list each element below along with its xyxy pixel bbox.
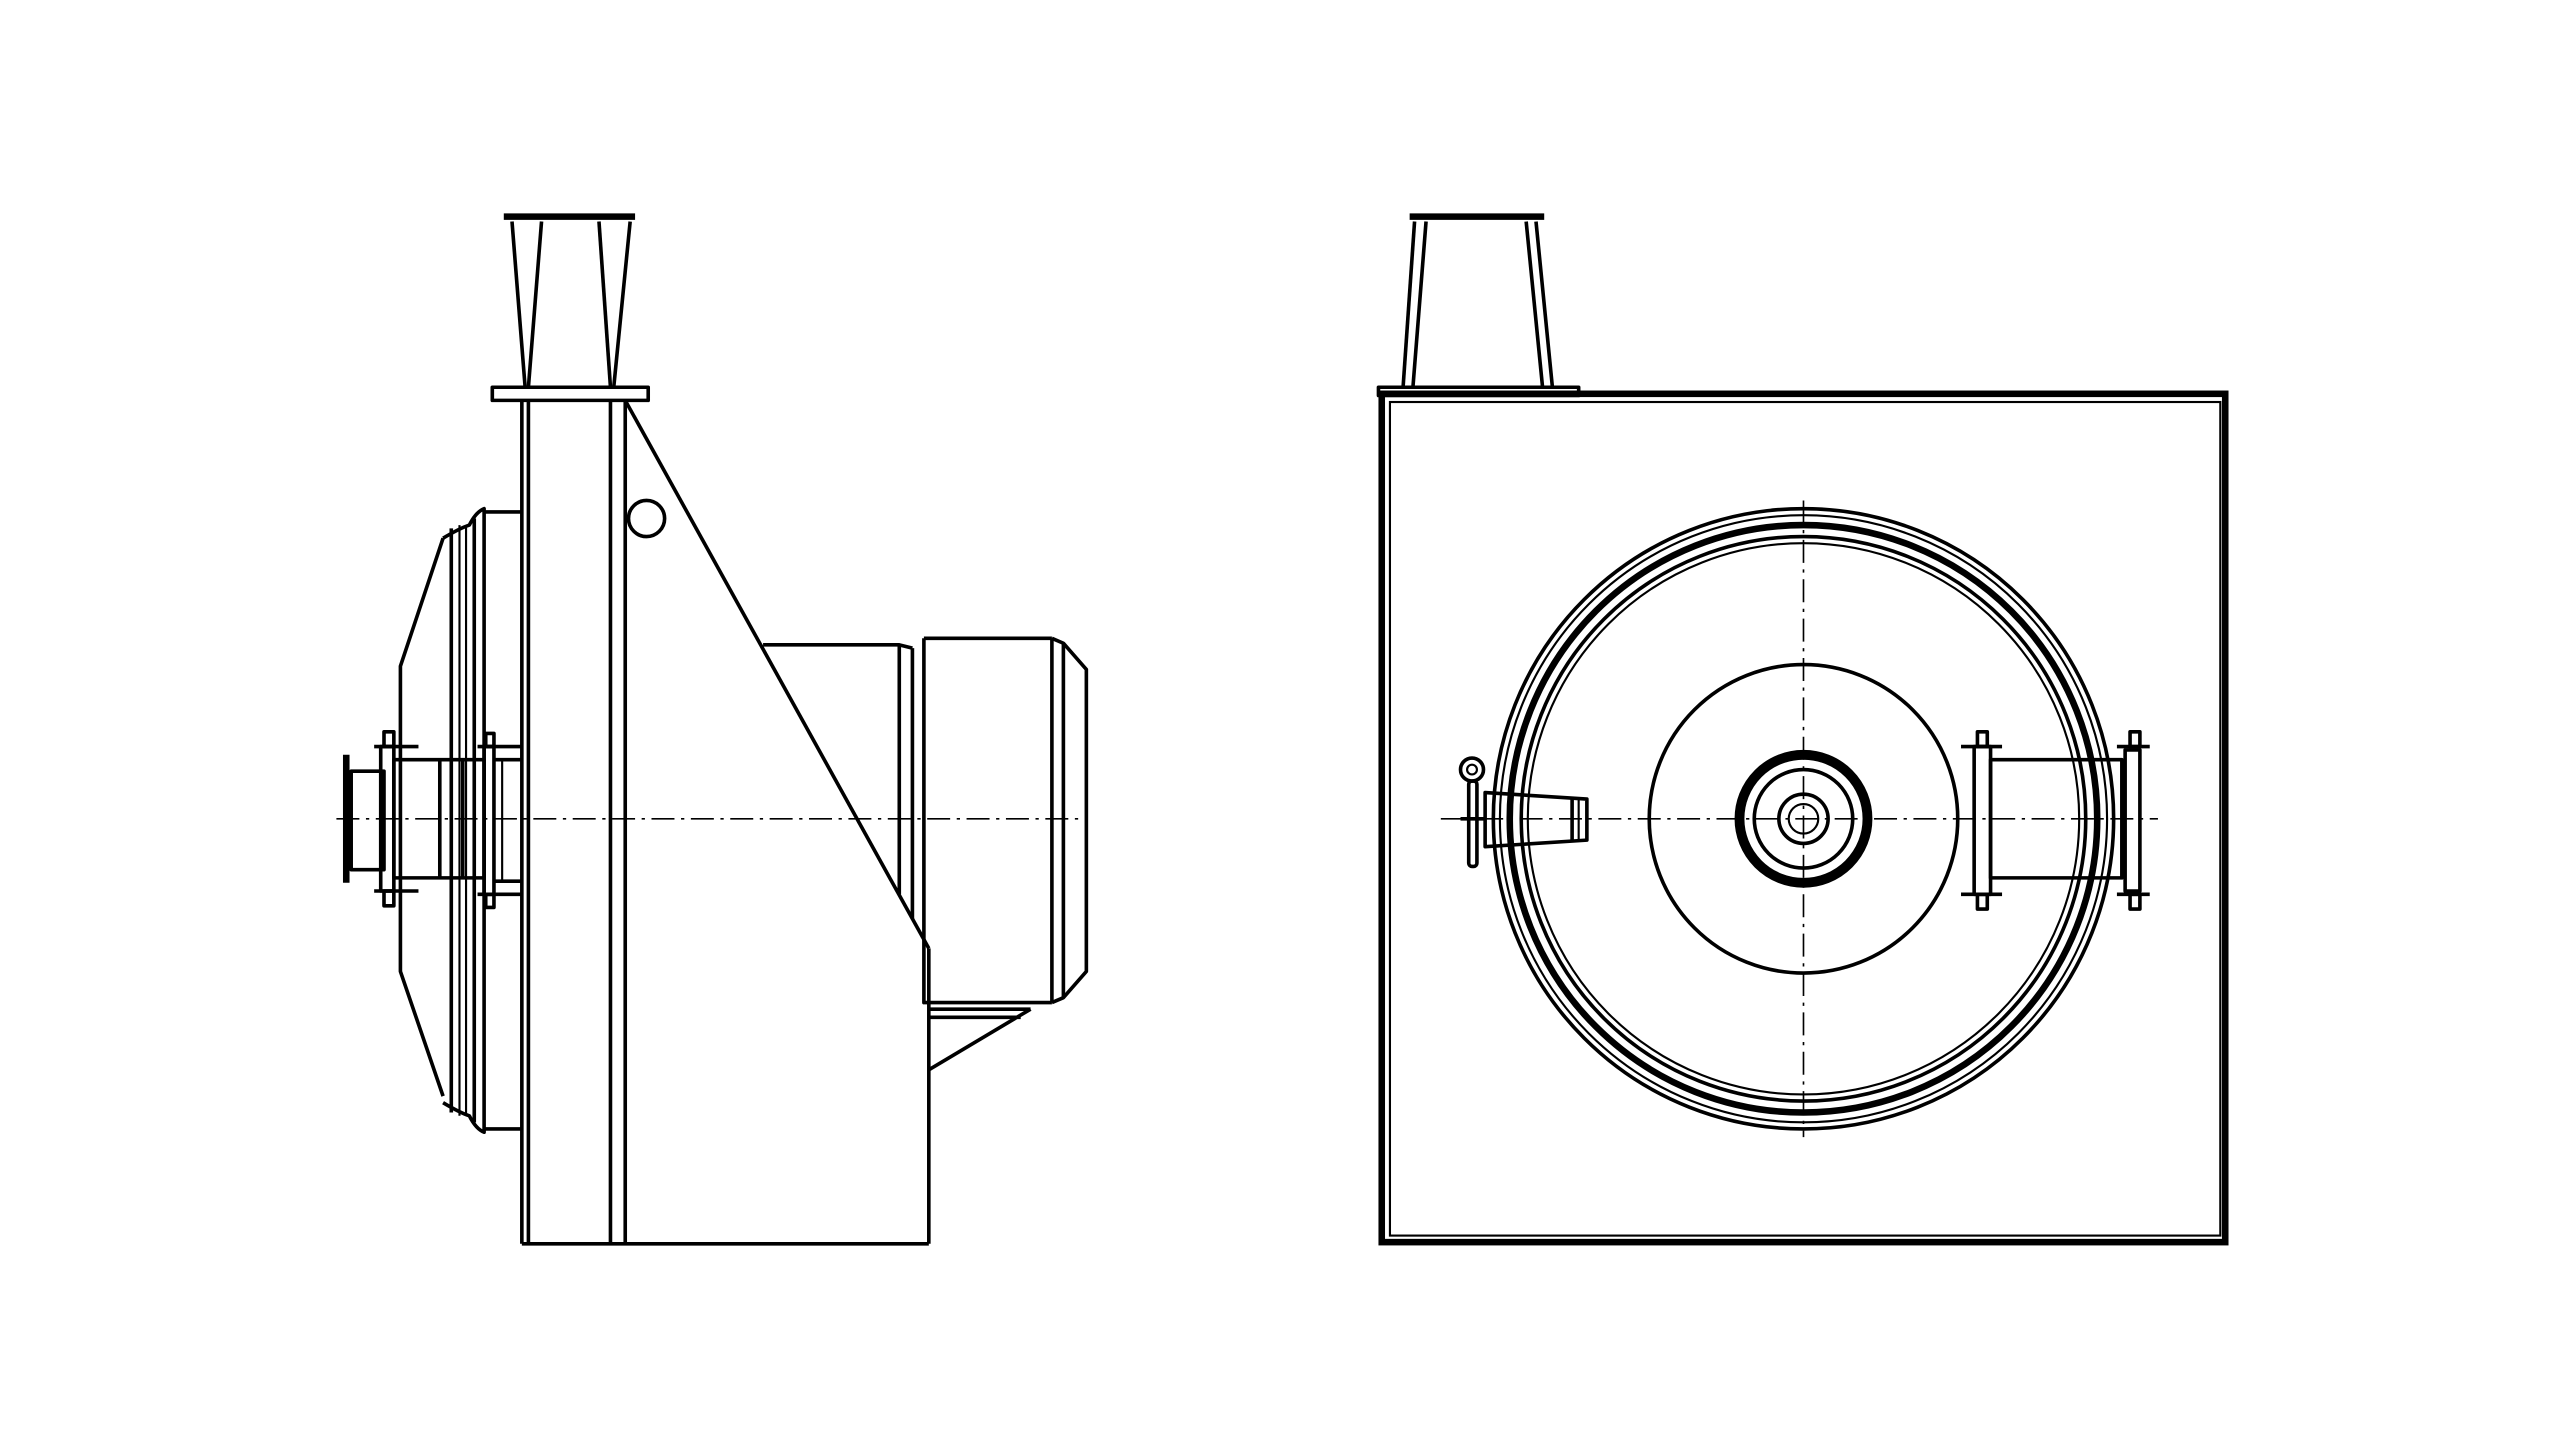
front-view [1376, 213, 2229, 1246]
side-view [336, 213, 1089, 1246]
outlet-funnel-front [1376, 213, 1581, 398]
motor [763, 636, 1089, 1072]
housing-frame [1378, 390, 2229, 1246]
motor-foot [927, 1007, 1032, 1072]
inlet-pipe-front [1961, 730, 2150, 911]
housing [520, 399, 931, 1246]
outlet-funnel [490, 213, 651, 403]
